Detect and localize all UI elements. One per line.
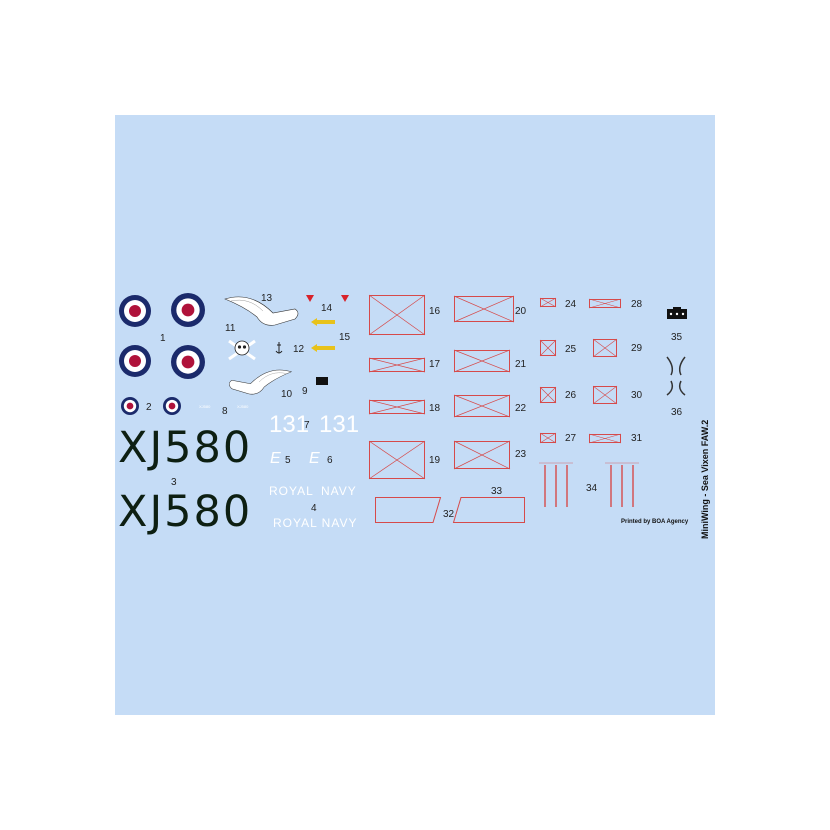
- stencil-box-icon: [539, 339, 557, 357]
- modex-code-right: 131: [319, 411, 360, 438]
- roundel-icon: [121, 397, 139, 415]
- red-triangle-icon: [306, 295, 314, 302]
- serial-large-bottom: XJ580: [118, 487, 253, 537]
- stencil-box-icon: [588, 433, 622, 444]
- serial-small: XJ580: [199, 404, 211, 409]
- roundel-icon: [171, 293, 205, 327]
- stencil-box-icon: [592, 385, 618, 405]
- stencil-box-icon: [539, 297, 557, 308]
- stencil-box-icon: [368, 357, 426, 373]
- stencil-box-icon: [453, 440, 511, 470]
- decal-number: 24: [565, 299, 577, 310]
- roundel-icon: [163, 397, 181, 415]
- decal-number: 3: [171, 477, 177, 488]
- decal-number: 33: [491, 486, 503, 497]
- decal-number: 23: [515, 449, 527, 460]
- code-letter-left: E: [270, 450, 281, 467]
- code-letter-right: E: [309, 450, 320, 467]
- stencil-box-icon: [453, 349, 511, 373]
- decal-number: 36: [671, 407, 683, 418]
- yellow-arrow-icon: [311, 344, 335, 352]
- decal-number: 30: [631, 390, 643, 401]
- winged-emblem-icon: [228, 369, 293, 395]
- decal-number: 29: [631, 343, 643, 354]
- roundel-icon: [119, 295, 151, 327]
- decal-number: 2: [146, 402, 152, 413]
- anchor-icon: [275, 342, 283, 354]
- decal-number: 18: [429, 403, 441, 414]
- canopy-seal-icon: [666, 356, 686, 396]
- decal-number: 35: [671, 332, 683, 343]
- stencil-box-icon: [368, 399, 426, 415]
- stencil-box-icon: [452, 497, 525, 523]
- modex-code-left: 131: [269, 411, 310, 438]
- decal-number: 34: [586, 483, 598, 494]
- decal-number: 19: [429, 455, 441, 466]
- decal-number: 14: [321, 303, 333, 314]
- decal-number: 4: [311, 503, 317, 514]
- instrument-panel-icon: [667, 307, 687, 319]
- red-stripes-icon: [605, 462, 639, 507]
- stencil-box-icon: [368, 440, 426, 480]
- sheet-title: MiniWing - Sea Vixen FAW.2: [700, 419, 710, 539]
- stencil-box-icon: [375, 497, 442, 523]
- winged-emblem-icon: [224, 296, 299, 326]
- decal-number: 10: [281, 389, 293, 400]
- roundel-icon: [171, 345, 205, 379]
- decal-number: 26: [565, 390, 577, 401]
- stencil-box-icon: [368, 294, 426, 336]
- decal-number: 6: [327, 455, 333, 466]
- decal-number: 8: [222, 406, 228, 417]
- decal-number: 16: [429, 306, 441, 317]
- stencil-box-icon: [539, 386, 557, 404]
- decal-number: 5: [285, 455, 291, 466]
- decal-number: 21: [515, 359, 527, 370]
- decal-number: 11: [225, 323, 236, 334]
- serial-large-top: XJ580: [118, 423, 253, 473]
- serial-small: XJ580: [237, 404, 249, 409]
- stencil-box-icon: [588, 298, 622, 309]
- black-panel: [316, 377, 328, 385]
- decal-number: 1: [160, 333, 166, 344]
- red-stripes-icon: [539, 462, 573, 507]
- printer-credit: Printed by BOA Agency: [621, 519, 689, 525]
- stencil-box-icon: [453, 295, 515, 323]
- decal-number: 28: [631, 299, 643, 310]
- decal-number: 9: [302, 386, 308, 397]
- stencil-box-icon: [453, 394, 511, 418]
- decal-number: 7: [304, 420, 310, 431]
- roundel-icon: [119, 345, 151, 377]
- decal-number: 31: [631, 433, 643, 444]
- royal-navy-top-royal: ROYAL: [269, 484, 314, 498]
- decal-number: 20: [515, 306, 527, 317]
- stencil-box-icon: [539, 432, 557, 444]
- decal-number: 32: [443, 509, 455, 520]
- decal-number: 25: [565, 344, 577, 355]
- skull-crossbones-icon: [228, 339, 256, 361]
- decal-number: 17: [429, 359, 441, 370]
- decal-number: 12: [293, 344, 305, 355]
- royal-navy-bottom: ROYAL NAVY: [273, 516, 358, 530]
- decal-number: 22: [515, 403, 527, 414]
- red-triangle-icon: [341, 295, 349, 302]
- decal-number: 13: [261, 293, 273, 304]
- stencil-box-icon: [592, 338, 618, 358]
- decal-sheet: 1 2 XJ580 3 XJ580 XJ580 8 XJ580 13 11 10…: [115, 115, 715, 715]
- decal-number: 15: [339, 332, 351, 343]
- yellow-arrow-icon: [311, 318, 335, 326]
- decal-number: 27: [565, 433, 577, 444]
- royal-navy-top-navy: NAVY: [321, 484, 357, 498]
